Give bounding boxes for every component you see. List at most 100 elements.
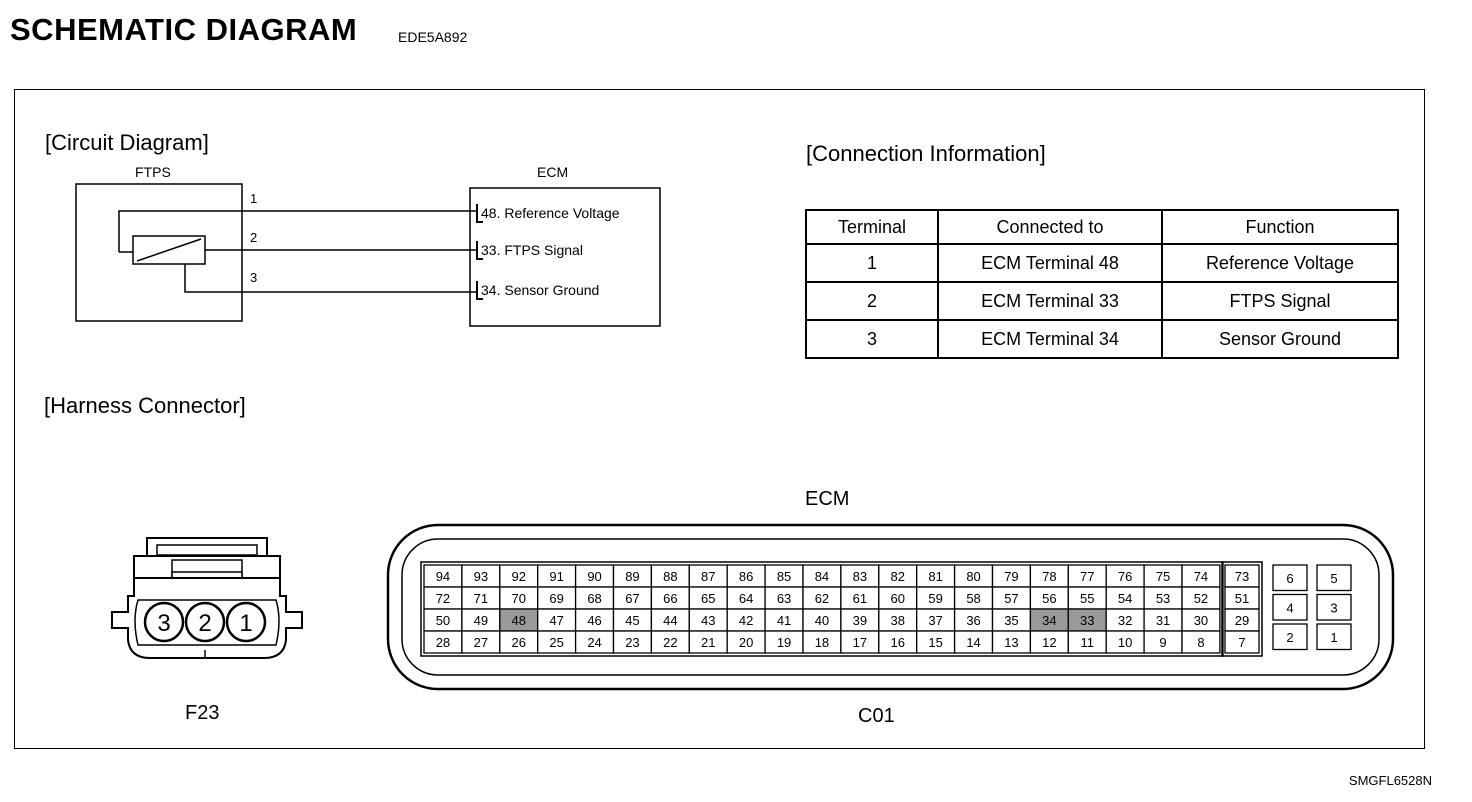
sensor-pin-3: 3 (250, 270, 257, 285)
ecm-pin-31: 31 (1156, 613, 1170, 628)
ecm-pin-14: 14 (966, 635, 980, 650)
ecm-pin-1-cell (1316, 623, 1352, 651)
cell-function: Sensor Ground (1161, 319, 1399, 359)
ecm-pin-30: 30 (1194, 613, 1208, 628)
connection-table: Terminal Connected to Function 1 ECM Ter… (805, 209, 1399, 359)
ecm-pin-26: 26 (512, 635, 526, 650)
sensor-pin-2: 2 (250, 230, 257, 245)
ecm-pin-32: 32 (1118, 613, 1132, 628)
ecm-pin-63: 63 (777, 591, 791, 606)
ecm-pin-88: 88 (663, 569, 677, 584)
ecm-pin-72: 72 (436, 591, 450, 606)
ecm-pin-81: 81 (928, 569, 942, 584)
ecm-pin-78: 78 (1042, 569, 1056, 584)
ecm-pin-86: 86 (739, 569, 753, 584)
ecm-pin-48: 48. Reference Voltage (481, 205, 620, 221)
ecm-pin-21: 21 (701, 635, 715, 650)
ecm-pin-13: 13 (1004, 635, 1018, 650)
connection-info-heading: [Connection Information] (806, 141, 1046, 166)
ecm-side-block (1221, 561, 1263, 657)
ecm-pin-25: 25 (549, 635, 563, 650)
ecm-pin-69: 69 (549, 591, 563, 606)
cell-terminal: 3 (805, 319, 939, 359)
f23-pin-2: 2 (198, 610, 211, 637)
ecm-pin-82: 82 (891, 569, 905, 584)
ecm-pin-94: 94 (436, 569, 450, 584)
ecm-connector-label: ECM (805, 488, 849, 510)
ecm-pin-8: 8 (1197, 635, 1204, 650)
ecm-pin-45: 45 (625, 613, 639, 628)
ecm-pin-22: 22 (663, 635, 677, 650)
ecm-connector-name: C01 (858, 705, 895, 727)
ftps-sensor-box (75, 183, 243, 322)
ecm-pin-64: 64 (739, 591, 753, 606)
ecm-pin-58: 58 (966, 591, 980, 606)
ecm-pin-2: 2 (1286, 630, 1293, 645)
wire-sensor-ground (184, 264, 477, 293)
ecm-pin-83: 83 (853, 569, 867, 584)
ecm-pin-59: 59 (928, 591, 942, 606)
ecm-pin-38: 38 (891, 613, 905, 628)
ecm-pin-73: 73 (1235, 569, 1249, 584)
ecm-pin-12: 12 (1042, 635, 1056, 650)
ecm-pin-39: 39 (853, 613, 867, 628)
col-connected-to: Connected to (937, 209, 1163, 245)
ecm-pin-20: 20 (739, 635, 753, 650)
ecm-pin-48: 48 (512, 613, 526, 628)
ecm-pin-84: 84 (815, 569, 829, 584)
cell-terminal: 1 (805, 243, 939, 283)
ecm-pin-71: 71 (474, 591, 488, 606)
ecm-pin-4-cell (1272, 593, 1308, 621)
ecm-pin-57: 57 (1004, 591, 1018, 606)
f23-connector: 3 2 1 (111, 537, 303, 659)
page-title: SCHEMATIC DIAGRAM (10, 12, 358, 47)
ecm-pin-28: 28 (436, 635, 450, 650)
cell-function: Reference Voltage (1161, 243, 1399, 283)
ecm-pin-53: 53 (1156, 591, 1170, 606)
f23-pin-3: 3 (157, 610, 170, 637)
ecm-pin-92: 92 (512, 569, 526, 584)
diagram-frame (14, 89, 1425, 749)
ecm-pin-36: 36 (966, 613, 980, 628)
ecm-pin-3: 3 (1330, 600, 1337, 615)
ecm-pin-50: 50 (436, 613, 450, 628)
ecm-pin-37: 37 (928, 613, 942, 628)
ecm-pin-61: 61 (853, 591, 867, 606)
wire-reference-voltage (118, 210, 477, 252)
ecm-pin-68: 68 (587, 591, 601, 606)
table-header-row: Terminal Connected to Function (805, 209, 1399, 245)
cell-function: FTPS Signal (1161, 281, 1399, 321)
ecm-pin-89: 89 (625, 569, 639, 584)
ecm-pin-41: 41 (777, 613, 791, 628)
ecm-pin-65: 65 (701, 591, 715, 606)
cell-connected-to: ECM Terminal 48 (937, 243, 1163, 283)
ecm-pin-35: 35 (1004, 613, 1018, 628)
ecm-pin-18: 18 (815, 635, 829, 650)
ecm-pin-90: 90 (587, 569, 601, 584)
ecm-pin-66: 66 (663, 591, 677, 606)
ecm-pin-56: 56 (1042, 591, 1056, 606)
ecm-label: ECM (537, 164, 568, 180)
ecm-pin-75: 75 (1156, 569, 1170, 584)
ecm-pin-8-cell (1181, 630, 1221, 654)
ecm-pin-5-cell (1316, 564, 1352, 592)
ecm-pin-60: 60 (891, 591, 905, 606)
ecm-pin-29: 29 (1235, 613, 1249, 628)
sensor-pin-1: 1 (250, 191, 257, 206)
f23-name: F23 (185, 702, 219, 724)
ecm-pin-33: 33 (1080, 613, 1094, 628)
ecm-pin-34: 34. Sensor Ground (481, 282, 599, 298)
circuit-diagram-heading: [Circuit Diagram] (45, 130, 209, 155)
f23-pin-1: 1 (239, 610, 252, 637)
document-code: EDE5A892 (398, 29, 468, 45)
footer-code: SMGFL6528N (1348, 773, 1432, 788)
ecm-pin-77: 77 (1080, 569, 1094, 584)
ecm-pin-40: 40 (815, 613, 829, 628)
ecm-pin-6: 6 (1286, 571, 1293, 586)
ecm-pin-62: 62 (815, 591, 829, 606)
ecm-pin-49: 49 (474, 613, 488, 628)
ecm-pin-15: 15 (928, 635, 942, 650)
ecm-pin-46: 46 (587, 613, 601, 628)
ecm-pin-4: 4 (1286, 600, 1293, 615)
